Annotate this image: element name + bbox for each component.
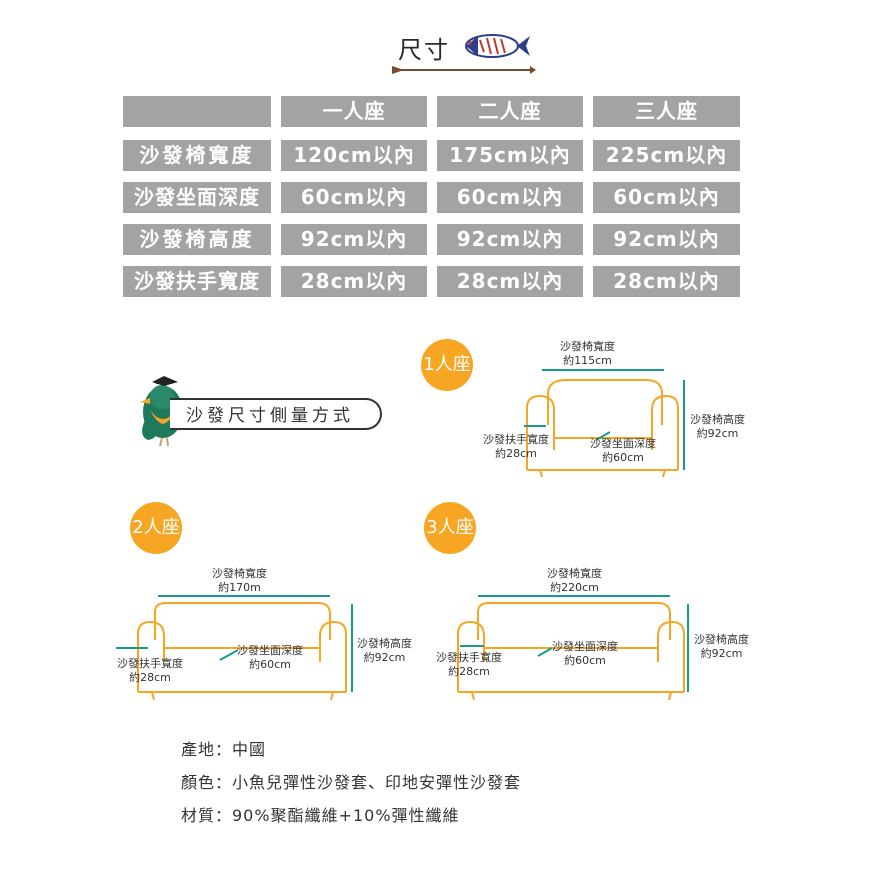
one-width-annotation: 沙發椅寬度 約115cm bbox=[560, 340, 615, 367]
table-header-two-seat: 二人座 bbox=[437, 96, 583, 127]
three-width-annotation: 沙發椅寬度 約220cm bbox=[547, 567, 602, 594]
two-depth-annotation: 沙發坐面深度 約60cm bbox=[237, 644, 303, 671]
table-header-blank bbox=[123, 96, 271, 127]
two-armrest-annotation: 沙發扶手寬度 約28cm bbox=[117, 657, 183, 684]
table-cell: 60cm以內 bbox=[593, 182, 740, 213]
one-height-annotation: 沙發椅高度 約92cm bbox=[690, 413, 745, 440]
table-cell: 60cm以內 bbox=[281, 182, 427, 213]
three-armrest-annotation: 沙發扶手寬度 約28cm bbox=[436, 651, 502, 678]
row-label-depth: 沙發坐面深度 bbox=[123, 182, 271, 213]
badge-one-seat: 1人座 bbox=[421, 339, 473, 391]
two-height-annotation: 沙發椅高度 約92cm bbox=[357, 637, 412, 664]
row-label-width: 沙發椅寬度 bbox=[123, 140, 271, 171]
row-label-height: 沙發椅高度 bbox=[123, 224, 271, 255]
sofa-two-outline bbox=[137, 602, 347, 701]
table-cell: 92cm以內 bbox=[281, 224, 427, 255]
table-cell: 120cm以內 bbox=[281, 140, 427, 171]
table-cell: 225cm以內 bbox=[593, 140, 740, 171]
measure-method-label: 沙發尺寸側量方式 bbox=[170, 398, 382, 430]
one-depth-annotation: 沙發坐面深度 約60cm bbox=[590, 437, 656, 464]
dimension-lines bbox=[116, 369, 689, 692]
badge-two-seat: 2人座 bbox=[130, 502, 182, 554]
sofa-three-outline bbox=[457, 602, 685, 701]
table-cell: 92cm以內 bbox=[593, 224, 740, 255]
sofa-one-outline bbox=[526, 379, 679, 478]
page-title: 尺寸 bbox=[398, 36, 450, 64]
three-height-annotation: 沙發椅高度 約92cm bbox=[694, 633, 749, 660]
table-header-three-seat: 三人座 bbox=[593, 96, 740, 127]
info-color: 顏色：小魚兒彈性沙發套、印地安彈性沙發套 bbox=[181, 773, 522, 792]
table-cell: 175cm以內 bbox=[437, 140, 583, 171]
table-cell: 92cm以內 bbox=[437, 224, 583, 255]
table-cell: 60cm以內 bbox=[437, 182, 583, 213]
fish-icon bbox=[465, 34, 530, 58]
info-material: 材質：90%聚酯纖維+10%彈性纖維 bbox=[181, 806, 460, 825]
three-depth-annotation: 沙發坐面深度 約60cm bbox=[552, 640, 618, 667]
table-cell: 28cm以內 bbox=[437, 266, 583, 297]
table-cell: 28cm以內 bbox=[281, 266, 427, 297]
info-origin: 產地：中國 bbox=[181, 740, 267, 759]
row-label-armrest: 沙發扶手寬度 bbox=[123, 266, 271, 297]
table-cell: 28cm以內 bbox=[593, 266, 740, 297]
one-armrest-annotation: 沙發扶手寬度 約28cm bbox=[483, 433, 549, 460]
two-width-annotation: 沙發椅寬度 約170m bbox=[212, 567, 267, 594]
table-header-one-seat: 一人座 bbox=[281, 96, 427, 127]
badge-three-seat: 3人座 bbox=[424, 502, 476, 554]
arrow-icon bbox=[392, 66, 536, 74]
